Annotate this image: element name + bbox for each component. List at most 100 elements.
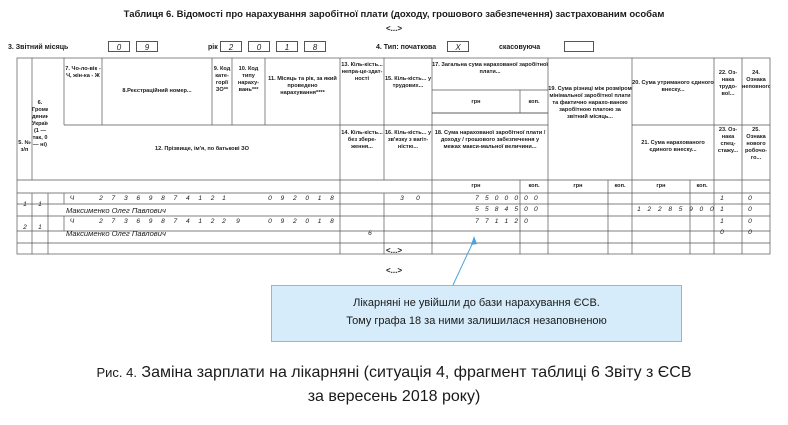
header-c13: 13. Кіль-кість... непра-це-здат-ності [341,62,383,82]
total-salary-digit: 0 [524,195,528,202]
grn-label-c19: грн [573,183,583,189]
month-digit: 9 [136,41,158,52]
header-c14: 14. Кіль-кість... без збере-ження... [341,130,383,150]
reg-number-digit: 1 [198,195,203,202]
header-c5: 5. № з/п [18,140,31,153]
explanation-callout: Лікарняні не увійшли до бази нарахування… [271,285,682,342]
reg-number-digit: 3 [123,195,128,202]
new-job-flag: 0 [748,229,752,236]
accrued-contribution-digit: 5 [678,206,683,213]
header-c11: 11. Місяць та рік, за який проведено нар… [268,76,337,96]
accrued-contribution-digit: 1 [637,206,641,213]
table-title: Таблиця 6. Відомості про нарахування зар… [123,9,665,20]
reg-number-digit: 9 [148,218,153,225]
person-name: Максименко Олег Павлович [66,206,166,215]
category-code: 1 [222,195,226,202]
total-salary-digit: 1 [504,218,509,225]
reg-number-digit: 2 [210,195,215,202]
type-cancel-box [564,41,594,52]
sick-days-count: 6 [368,230,372,237]
header-c18: 18. Сума нарахованої заробітної плати / … [434,130,546,150]
header-c12: 12. Прізвище, ім'я, по батькові ЗО [155,146,249,152]
month-digit: 0 [108,41,130,52]
period-digit: 1 [317,218,322,225]
capped-salary-digit: 5 [475,206,479,213]
kop-label-c18: коп. [528,183,540,189]
total-salary-digit: 0 [494,195,499,202]
callout-line-2: Тому графа 18 за ними залишилася незапов… [346,315,607,327]
reg-number-digit: 2 [210,218,215,225]
total-salary-digit: 1 [494,218,499,225]
figure-caption-text: Заміна зарплати на лікарняні (ситуація 4… [141,364,692,381]
header-c23: 23. Оз-нака спец-стажу... [717,127,739,154]
category-code: 2 [222,218,226,225]
grn-label-c20: грн [656,183,666,189]
header-c22: 22. Оз-нака трудо-вої... [718,70,738,97]
total-salary-digit: 0 [514,195,519,202]
year-digit: 0 [248,41,270,52]
pregnancy-days-count: 0 [416,195,420,202]
month-label: 3. Звітний місяць [8,44,69,51]
part-time-flag: 0 [748,195,752,202]
figure-prefix: Рис. 4. [96,365,137,380]
type-initial-box: X [447,41,469,52]
reg-number-digit: 7 [173,218,178,225]
period-digit: 2 [292,218,297,225]
total-salary-digit: 7 [475,218,479,225]
header-c16: 16. Кіль-кість... у зв'язку з вагіт-ніст… [384,130,432,150]
header-c10: 10. Код типу нараху-вань*** [237,66,260,93]
total-salary-digit: 7 [484,218,489,225]
reg-number-digit: 4 [185,195,190,202]
total-salary-digit: 2 [514,218,519,225]
labor-days-count: 3 [400,195,404,202]
total-salary-digit: 0 [533,195,538,202]
cancel-label: скасовуюча [499,44,541,51]
header-c9: 9. Код кате-горії ЗО** [213,66,231,93]
year-digit: 8 [304,41,326,52]
figure-caption-line-1: Рис. 4. Заміна зарплати на лікарняні (си… [0,361,788,385]
figure-caption-line-2: за вересень 2018 року) [307,388,481,405]
capped-salary-digit: 5 [484,206,489,213]
citizen-flag: 1 [38,201,42,208]
period-digit: 9 [280,195,285,202]
total-salary-digit: 7 [475,195,479,202]
reg-number-digit: 1 [198,218,203,225]
kop-label-c19: коп. [614,183,626,189]
special-service-flag: 0 [720,229,724,236]
accrued-contribution-digit: 8 [668,206,673,213]
special-service-flag: 1 [720,206,724,213]
accrued-contribution-digit: 0 [709,206,714,213]
header-c8: 8.Реєстраційний номер... [122,88,192,94]
header-c17-grn: грн [471,99,481,105]
period-digit: 0 [268,195,272,202]
row-number: 1 [23,201,27,208]
year-digit: 2 [220,41,242,52]
header-c6: 6. Грома-дянин України (1 — так, 0 — ні) [32,100,48,148]
reg-number-digit: 8 [161,218,165,225]
header-c17: 17. Загальна сума нарахованої заробітної… [432,62,548,75]
gender-code: Ч [69,218,75,225]
total-salary-digit: 0 [504,195,509,202]
total-salary-digit: 0 [524,218,528,225]
period-digit: 1 [317,195,322,202]
grn-label-c18: грн [471,183,481,189]
header-c20: 20. Сума утриманого єдиного внеску... [632,80,714,93]
capped-salary-digit: 0 [533,206,538,213]
period-digit: 9 [280,218,285,225]
ellipsis-top: <...> [385,24,402,33]
reg-number-digit: 2 [99,195,103,202]
header-c19: 19. Сума різниці між розміром мінімально… [548,86,632,120]
labor-flag: 1 [720,195,724,202]
reg-number-digit: 8 [161,195,165,202]
reg-number-digit: 9 [148,195,153,202]
citizen-flag: 1 [38,224,42,231]
capped-salary-digit: 5 [514,206,519,213]
new-job-flag: 0 [748,206,752,213]
capped-salary-digit: 0 [524,206,528,213]
period-digit: 0 [268,218,272,225]
type-label: 4. Тип: початкова [376,44,437,51]
accrual-type-code: 9 [236,218,240,225]
total-salary-digit: 5 [484,195,489,202]
year-digit: 1 [276,41,298,52]
reg-number-digit: 7 [173,195,178,202]
